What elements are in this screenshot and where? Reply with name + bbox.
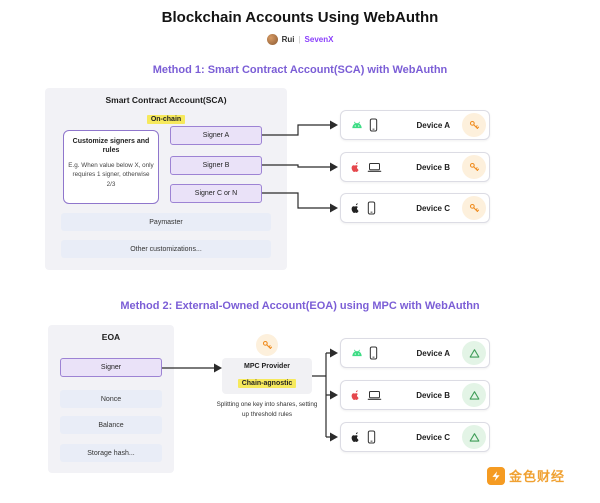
page-title: Blockchain Accounts Using WebAuthn [161,9,439,26]
smartphone-icon [369,346,378,360]
sca-panel: Smart Contract Account(SCA) On-chain Cus… [45,88,287,270]
key-icon [462,155,486,179]
android-icon [350,121,364,130]
key-share-icon [462,425,486,449]
apple-black-icon [350,201,362,215]
device-row-b: Device B [340,152,490,182]
apple-red-icon [350,160,362,174]
sca-panel-title: Smart Contract Account(SCA) [105,95,227,105]
device-label: Device A [416,348,451,358]
eoa-panel: EOA Signer Nonce Balance Storage hash... [48,325,174,473]
android-icon [350,349,364,358]
device-label: Device B [416,390,450,400]
method2-heading: Method 2: External-Owned Account(EOA) us… [120,300,480,312]
nonce-box: Nonce [60,390,162,408]
mpc-key-icon [256,334,278,356]
device-row-a: Device A [340,110,490,140]
method1-heading: Method 1: Smart Contract Account(SCA) wi… [152,64,448,76]
mpc-provider-box: MPC Provider Chain-agnostic [222,358,312,394]
watermark: 金色财经 [487,466,565,485]
eoa-signer-box: Signer [60,358,162,377]
signer-c-box: Signer C or N [170,184,262,203]
chain-agnostic-badge: Chain-agnostic [237,379,297,388]
customize-rules-box: Customize signers and rules E.g. When va… [63,130,159,204]
apple-black-icon [350,430,362,444]
signer-b-box: Signer B [170,156,262,175]
smartphone-icon [367,201,376,215]
author-avatar [266,34,278,45]
device-label: Device A [416,120,451,130]
author-name: Rui [281,35,295,44]
paymaster-box: Paymaster [61,213,271,231]
other-customizations-box: Other customizations... [61,240,271,258]
key-share-icon [462,383,486,407]
device-label: Device B [416,162,450,172]
smartphone-icon [369,118,378,132]
apple-red-icon [350,388,362,402]
rules-title: Customize signers and rules [72,138,150,155]
mpc-description: Splitting one key into shares, setting u… [216,401,318,418]
jinse-logo-icon [487,466,505,485]
storage-hash-box: Storage hash... [60,444,162,462]
rules-body: E.g. When value below X, only requires 1… [68,161,154,188]
device-label: Device C [416,432,450,442]
device-row-c: Device C [340,422,490,452]
byline-divider: | [298,35,301,44]
byline: Rui | SevenX [0,34,600,45]
device-row-a: Device A [340,338,490,368]
key-icon [462,113,486,137]
key-icon [462,196,486,220]
org-logo: SevenX [304,35,334,44]
device-row-c: Device C [340,193,490,223]
arrow-mpc-trunk [312,352,330,438]
eoa-panel-title: EOA [101,332,121,342]
signer-a-box: Signer A [170,126,262,145]
onchain-badge-wrap: On-chain [45,108,287,126]
onchain-badge: On-chain [146,115,186,124]
laptop-icon [367,390,382,401]
smartphone-icon [367,430,376,444]
balance-box: Balance [60,416,162,434]
laptop-icon [367,162,382,173]
key-share-icon [462,341,486,365]
device-row-b: Device B [340,380,490,410]
device-label: Device C [416,203,450,213]
watermark-text: 金色财经 [509,469,566,484]
mpc-provider-title: MPC Provider [244,363,290,370]
